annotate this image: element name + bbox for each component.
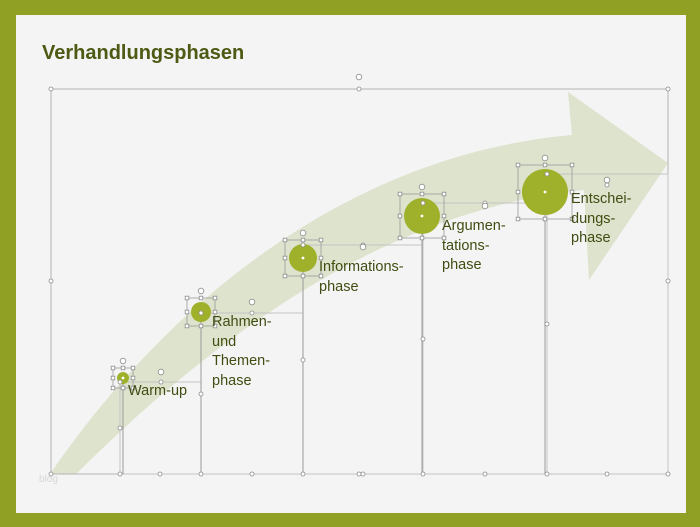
resize-handle[interactable]: [212, 309, 218, 315]
resize-handle[interactable]: [397, 213, 403, 219]
resize-handle[interactable]: [184, 295, 190, 301]
watermark: blog: [39, 474, 58, 485]
resize-handle[interactable]: [184, 309, 190, 315]
selection-handles: [48, 73, 671, 477]
resize-handle[interactable]: [282, 273, 288, 279]
resize-handle[interactable]: [117, 471, 123, 477]
resize-handle[interactable]: [157, 471, 163, 477]
phase-label-informations[interactable]: Informations- phase: [319, 259, 404, 295]
resize-handle[interactable]: [665, 278, 671, 284]
resize-handle[interactable]: [300, 273, 306, 279]
phase-label-entscheidungs[interactable]: Entschei- dungs- phase: [571, 191, 632, 246]
resize-handle[interactable]: [441, 235, 447, 241]
growth-arrow[interactable]: [50, 92, 668, 474]
resize-handle[interactable]: [198, 323, 204, 329]
resize-handle[interactable]: [212, 295, 218, 301]
resize-handle[interactable]: [515, 162, 521, 168]
rotate-handle[interactable]: [299, 229, 307, 237]
resize-handle[interactable]: [318, 273, 324, 279]
resize-handle[interactable]: [282, 237, 288, 243]
resize-handle[interactable]: [198, 471, 204, 477]
resize-handle[interactable]: [198, 391, 204, 397]
resize-handle[interactable]: [356, 86, 362, 92]
resize-handle[interactable]: [198, 295, 204, 301]
center-dot: [420, 214, 424, 218]
resize-handle[interactable]: [300, 471, 306, 477]
phase-label-argumentations[interactable]: Argumen- tations- phase: [442, 218, 506, 273]
resize-handle[interactable]: [665, 471, 671, 477]
resize-handle[interactable]: [544, 471, 550, 477]
diagram-canvas: [48, 73, 671, 477]
phase-label-warm-up[interactable]: Warm-up: [128, 383, 188, 399]
resize-handle[interactable]: [544, 321, 550, 327]
resize-handle[interactable]: [441, 191, 447, 197]
resize-handle[interactable]: [48, 278, 54, 284]
resize-handle[interactable]: [212, 323, 218, 329]
resize-handle[interactable]: [117, 425, 123, 431]
rotate-handle[interactable]: [248, 298, 256, 306]
rotate-handle[interactable]: [603, 176, 611, 184]
resize-handle[interactable]: [356, 471, 362, 477]
resize-handle[interactable]: [665, 86, 671, 92]
resize-handle[interactable]: [604, 182, 610, 188]
resize-handle[interactable]: [419, 235, 425, 241]
resize-handle[interactable]: [420, 336, 426, 342]
resize-handle[interactable]: [360, 471, 366, 477]
resize-handle[interactable]: [419, 191, 425, 197]
resize-handle[interactable]: [482, 471, 488, 477]
resize-handle[interactable]: [515, 189, 521, 195]
resize-handle[interactable]: [300, 237, 306, 243]
center-dot: [301, 256, 305, 260]
resize-handle[interactable]: [318, 237, 324, 243]
resize-handle[interactable]: [48, 471, 54, 477]
rotate-handle[interactable]: [157, 368, 165, 376]
resize-handle[interactable]: [604, 471, 610, 477]
resize-handle[interactable]: [184, 323, 190, 329]
phase-circles: [112, 164, 573, 389]
resize-handle[interactable]: [130, 385, 136, 391]
resize-handle[interactable]: [397, 235, 403, 241]
resize-handle[interactable]: [110, 385, 116, 391]
resize-handle[interactable]: [544, 171, 550, 177]
resize-handle[interactable]: [318, 255, 324, 261]
resize-handle[interactable]: [420, 200, 426, 206]
rotate-handle[interactable]: [355, 73, 363, 81]
resize-handle[interactable]: [397, 191, 403, 197]
rotate-handle[interactable]: [197, 287, 205, 295]
center-dot: [121, 376, 125, 380]
resize-handle[interactable]: [158, 379, 164, 385]
rotate-handle[interactable]: [359, 243, 367, 251]
resize-handle[interactable]: [117, 379, 123, 385]
phase-label-rahmen[interactable]: Rahmen- und Themen- phase: [212, 314, 272, 389]
resize-handle[interactable]: [120, 365, 126, 371]
resize-handle[interactable]: [420, 471, 426, 477]
resize-handle[interactable]: [120, 385, 126, 391]
resize-handle[interactable]: [110, 375, 116, 381]
resize-handle[interactable]: [300, 357, 306, 363]
resize-handle[interactable]: [542, 216, 548, 222]
resize-handle[interactable]: [542, 162, 548, 168]
slide-title[interactable]: Verhandlungsphasen: [42, 42, 245, 64]
rotate-handle[interactable]: [541, 154, 549, 162]
slide[interactable]: Verhandlungsphasen Warm-up Rahmen- und T…: [16, 15, 686, 513]
rotate-handle[interactable]: [418, 183, 426, 191]
resize-handle[interactable]: [249, 471, 255, 477]
center-dot: [543, 190, 547, 194]
resize-handle[interactable]: [441, 213, 447, 219]
resize-handle[interactable]: [130, 375, 136, 381]
resize-handle[interactable]: [130, 365, 136, 371]
resize-handle[interactable]: [569, 216, 575, 222]
resize-handle[interactable]: [300, 242, 306, 248]
resize-handle[interactable]: [110, 365, 116, 371]
resize-handle[interactable]: [249, 310, 255, 316]
resize-handle[interactable]: [198, 310, 204, 316]
resize-handle[interactable]: [515, 216, 521, 222]
resize-handle[interactable]: [282, 255, 288, 261]
resize-handle[interactable]: [569, 162, 575, 168]
rotate-handle[interactable]: [119, 357, 127, 365]
resize-handle[interactable]: [48, 86, 54, 92]
resize-handle[interactable]: [569, 189, 575, 195]
rotate-handle[interactable]: [481, 202, 489, 210]
